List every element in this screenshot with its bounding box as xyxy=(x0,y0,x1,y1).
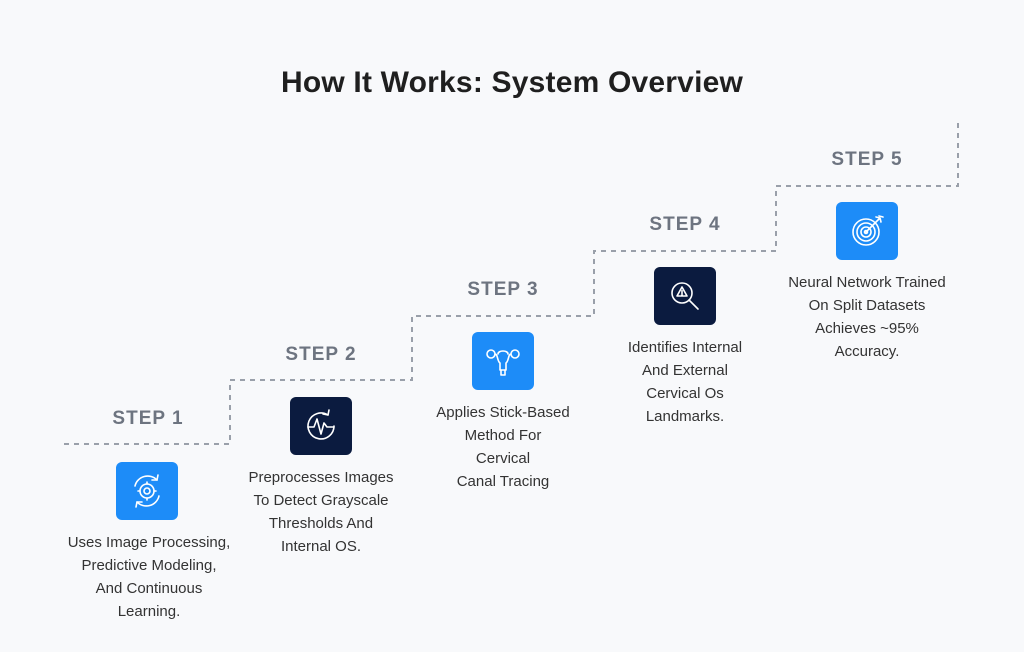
step-2-line-1: Preprocesses Images xyxy=(248,469,394,486)
step-1-line-3: And Continuous xyxy=(95,580,203,597)
page-title: How It Works: System Overview xyxy=(280,66,744,99)
step-5-line-1: Neural Network Trained xyxy=(788,274,946,291)
step-5-label: STEP 5 xyxy=(831,149,903,170)
image-processing-cycle-icon xyxy=(116,462,178,520)
step-2-description: Preprocesses Images To Detect Grayscale … xyxy=(216,466,426,558)
step-3-line-2: Method For xyxy=(464,427,542,444)
step-2-line-4: Internal OS. xyxy=(280,538,362,555)
step-3-line-4: Canal Tracing xyxy=(456,473,550,490)
step-5-line-3: Achieves ~95% xyxy=(815,320,919,337)
target-arrow-icon xyxy=(836,202,898,260)
step-4-description: Identifies Internal And External Cervica… xyxy=(580,336,790,428)
step-1-description: Uses Image Processing, Predictive Modeli… xyxy=(44,531,254,623)
step-4-line-4: Landmarks. xyxy=(645,408,725,425)
uterus-icon xyxy=(472,332,534,390)
step-1-line-1: Uses Image Processing, xyxy=(67,534,231,551)
step-2-line-2: To Detect Grayscale xyxy=(253,492,389,509)
step-5-line-2: On Split Datasets xyxy=(808,297,926,314)
step-4-line-1: Identifies Internal xyxy=(627,339,743,356)
step-3-description: Applies Stick-Based Method For Cervical … xyxy=(398,401,608,493)
step-4-label: STEP 4 xyxy=(649,214,721,235)
step-1-line-2: Predictive Modeling, xyxy=(81,557,217,574)
waveform-cycle-icon xyxy=(290,397,352,455)
step-5-description: Neural Network Trained On Split Datasets… xyxy=(757,271,977,363)
step-4-line-3: Cervical Os xyxy=(646,385,724,402)
step-2-label: STEP 2 xyxy=(285,344,357,365)
step-4-line-2: And External xyxy=(642,362,728,379)
step-1-label: STEP 1 xyxy=(112,408,184,429)
step-2-line-3: Thresholds And xyxy=(268,515,374,532)
step-3-line-3: Cervical xyxy=(475,450,531,467)
magnifier-warning-icon xyxy=(654,267,716,325)
step-1-line-4: Learning. xyxy=(117,603,181,620)
step-5-line-4: Accuracy. xyxy=(834,343,900,360)
step-3-label: STEP 3 xyxy=(467,279,539,300)
step-3-line-1: Applies Stick-Based xyxy=(436,404,570,421)
